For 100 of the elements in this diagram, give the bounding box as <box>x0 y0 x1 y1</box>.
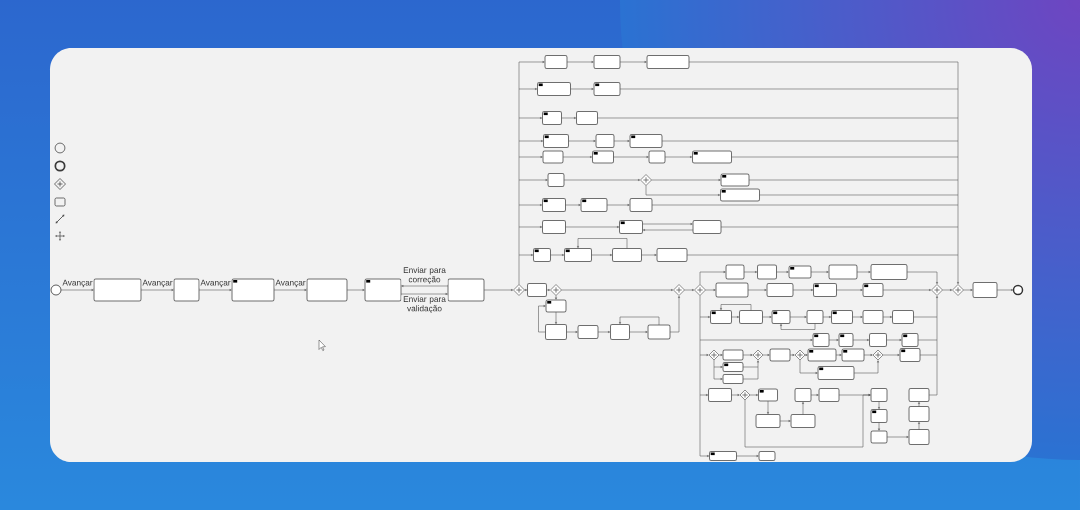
arrow <box>878 422 880 431</box>
arrow <box>641 254 657 256</box>
task-box <box>870 409 888 423</box>
connector-line <box>913 316 938 318</box>
arrow <box>776 271 789 273</box>
task-box <box>537 82 571 96</box>
arrow <box>699 271 726 285</box>
connector-line <box>518 61 520 285</box>
connector-line <box>748 179 959 181</box>
connector-line <box>688 61 959 63</box>
arrow <box>518 61 545 63</box>
arrow <box>346 289 365 291</box>
task-box <box>173 278 200 302</box>
task-box <box>364 278 402 302</box>
arrow <box>757 360 759 380</box>
arrow <box>606 204 630 206</box>
arrow <box>789 316 807 318</box>
task-box <box>610 324 630 340</box>
connector-line <box>651 204 959 206</box>
arrow <box>577 238 628 249</box>
arrow <box>518 254 534 256</box>
connector-line <box>928 394 938 396</box>
arrow <box>699 394 709 396</box>
gateway-diamond <box>550 284 562 296</box>
task-box <box>817 366 855 380</box>
arrow <box>699 455 710 457</box>
task-box <box>576 111 598 125</box>
task-box <box>710 310 732 324</box>
arrow <box>538 305 546 333</box>
task-box <box>612 248 642 262</box>
arrow <box>942 289 953 291</box>
task-box <box>812 333 830 347</box>
arrow <box>684 289 695 291</box>
connector-line <box>759 194 959 196</box>
arrow <box>713 378 723 380</box>
arrow <box>561 117 577 119</box>
connector-line <box>742 366 759 368</box>
task-box <box>908 388 930 402</box>
task-box <box>766 283 794 297</box>
task-box <box>593 55 621 69</box>
arrow <box>779 420 791 422</box>
task-box <box>828 264 858 280</box>
task-box <box>646 55 690 69</box>
arrow <box>562 156 593 158</box>
task-box <box>892 310 914 324</box>
arrow <box>566 331 578 333</box>
task-box <box>720 173 750 187</box>
gateway-diamond <box>794 349 806 361</box>
task-box <box>870 388 888 402</box>
arrow <box>792 289 814 291</box>
task-box <box>722 362 744 372</box>
task-box <box>629 198 653 212</box>
task-box <box>755 414 781 428</box>
gateway-diamond <box>708 349 720 361</box>
task-box <box>831 310 853 324</box>
arrow <box>731 316 740 318</box>
arrow <box>699 354 709 356</box>
edge-label: Enviar para validação <box>401 295 448 314</box>
task-box <box>231 278 275 302</box>
arrow <box>878 401 880 410</box>
task-box <box>901 333 919 347</box>
arrow <box>401 285 449 287</box>
arrow <box>886 339 902 341</box>
arrow <box>613 156 649 158</box>
task-box <box>841 348 865 362</box>
arrow <box>713 366 723 368</box>
task-box <box>542 111 562 125</box>
task-box <box>908 406 930 422</box>
arrow <box>886 436 909 438</box>
gateway-diamond <box>640 174 652 186</box>
gateway-diamond <box>673 284 685 296</box>
arrow <box>518 88 538 90</box>
arrow <box>836 289 863 291</box>
gateway-diamond <box>931 284 943 296</box>
arrow <box>518 226 543 228</box>
arrow <box>747 289 767 291</box>
edge-label: Avançar <box>61 279 94 288</box>
arrow <box>400 293 448 295</box>
task-box <box>788 265 812 279</box>
arrow <box>918 421 920 430</box>
task-box <box>757 264 777 280</box>
task-box <box>656 248 688 262</box>
arrow <box>863 354 873 356</box>
arrow <box>789 354 795 356</box>
arrow <box>570 88 594 90</box>
arrow <box>852 316 863 318</box>
edge-label: Avançar <box>274 279 307 288</box>
task-box <box>838 333 854 347</box>
arrow <box>828 339 839 341</box>
task-box <box>545 324 567 340</box>
task-box <box>619 220 643 234</box>
arrow <box>705 289 716 291</box>
task-box <box>722 374 744 384</box>
arrow <box>669 295 680 333</box>
task-box <box>722 349 744 361</box>
arrow <box>518 179 548 181</box>
arrow <box>597 331 611 333</box>
connector-line <box>661 140 959 142</box>
arrow <box>835 354 842 356</box>
task-box <box>545 299 567 313</box>
